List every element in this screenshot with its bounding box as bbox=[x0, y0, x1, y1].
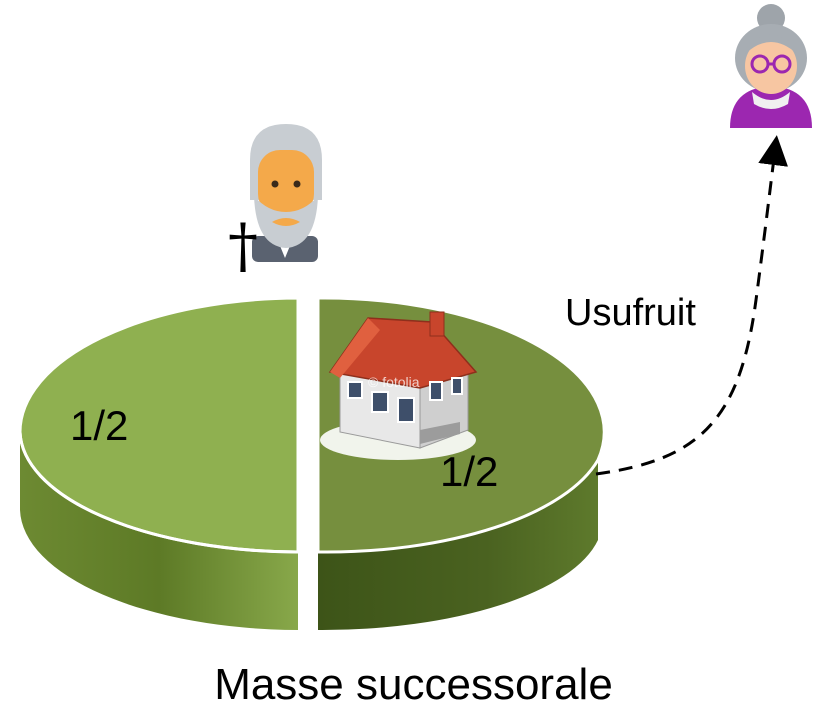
caption: Masse successorale bbox=[214, 660, 613, 709]
watermark-text: © fotolia bbox=[368, 374, 420, 390]
old-man-icon bbox=[250, 124, 322, 262]
usufruit-label: Usufruit bbox=[565, 292, 696, 334]
right-share-label: 1/2 bbox=[440, 448, 499, 495]
left-share-label: 1/2 bbox=[70, 402, 129, 449]
pie-left-half bbox=[18, 296, 300, 630]
old-woman-icon bbox=[730, 4, 812, 128]
usufruit-arrow bbox=[595, 135, 789, 476]
house-icon bbox=[320, 311, 478, 460]
deceased-cross-symbol: † bbox=[228, 211, 258, 281]
